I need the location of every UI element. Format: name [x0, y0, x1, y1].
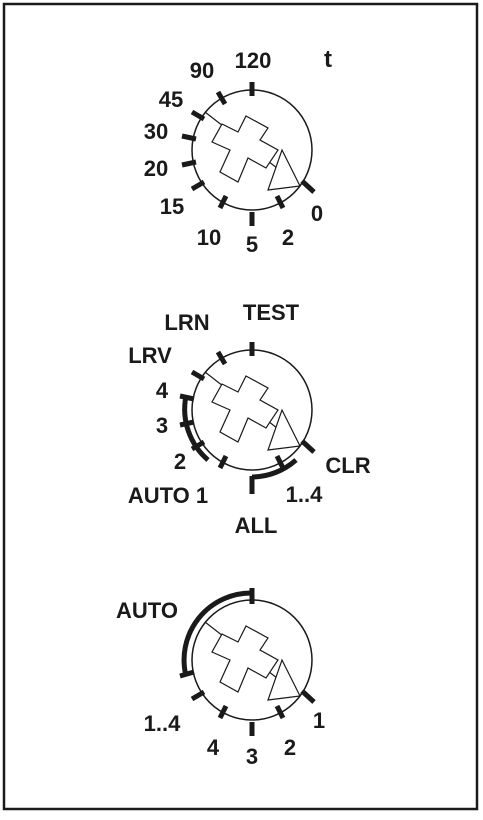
- mode-label-test: TEST: [243, 300, 300, 325]
- panel-border: [2, 2, 479, 811]
- mode-label-auto1: AUTO 1: [128, 483, 208, 508]
- mode-label-lrn: LRN: [164, 310, 209, 335]
- time-label-120: 120: [235, 48, 272, 73]
- mode-label-3: 3: [156, 413, 168, 438]
- time-dial-ticks: [181, 82, 316, 226]
- mode-dial-arrow-icon: [267, 408, 301, 451]
- mode-label-2: 2: [174, 449, 186, 474]
- time-label-5: 5: [246, 232, 258, 257]
- time-label-30: 30: [144, 119, 168, 144]
- channel-range-arc: [181, 590, 253, 677]
- mode-label-lrv: LRV: [128, 343, 172, 368]
- mode-label-4: 4: [156, 378, 169, 403]
- mode-label-all: ALL: [235, 513, 278, 538]
- channel-dial-arrow-icon: [267, 658, 301, 701]
- time-label-90: 90: [190, 58, 214, 83]
- time-label-2: 2: [282, 225, 294, 250]
- time-dial-grip: [204, 111, 301, 191]
- time-dial[interactable]: 120 90 45 30 20 15 10 5 2 0 t: [144, 46, 332, 257]
- mode-label-clr: CLR: [325, 453, 370, 478]
- channel-dial[interactable]: AUTO 1..4 4 3 2 1: [116, 588, 325, 769]
- mode-dial-grip: [204, 371, 301, 451]
- time-label-45: 45: [159, 87, 183, 112]
- time-label-0: 0: [311, 201, 323, 226]
- mode-dial[interactable]: TEST LRN LRV 4 3 2 AUTO 1 ALL 1..4 CLR: [128, 300, 371, 538]
- channel-label-2: 2: [284, 735, 296, 760]
- channel-label-1to4: 1..4: [144, 711, 181, 736]
- mode-range-arc-right: [251, 458, 298, 480]
- channel-label-1: 1: [313, 708, 325, 733]
- time-label-10: 10: [197, 225, 221, 250]
- time-label-15: 15: [160, 194, 184, 219]
- channel-dial-grip: [204, 621, 301, 701]
- time-corner-label: t: [324, 46, 332, 73]
- time-dial-arrow-icon: [267, 148, 301, 191]
- mode-dial-ticks: [179, 342, 316, 494]
- mode-label-1to4: 1..4: [286, 482, 323, 507]
- time-label-20: 20: [144, 156, 168, 181]
- channel-label-3: 3: [246, 744, 258, 769]
- channel-label-4: 4: [207, 735, 220, 760]
- channel-dial-ticks: [179, 588, 316, 736]
- channel-label-auto: AUTO: [116, 598, 178, 623]
- mode-range-arc-left: [182, 395, 210, 462]
